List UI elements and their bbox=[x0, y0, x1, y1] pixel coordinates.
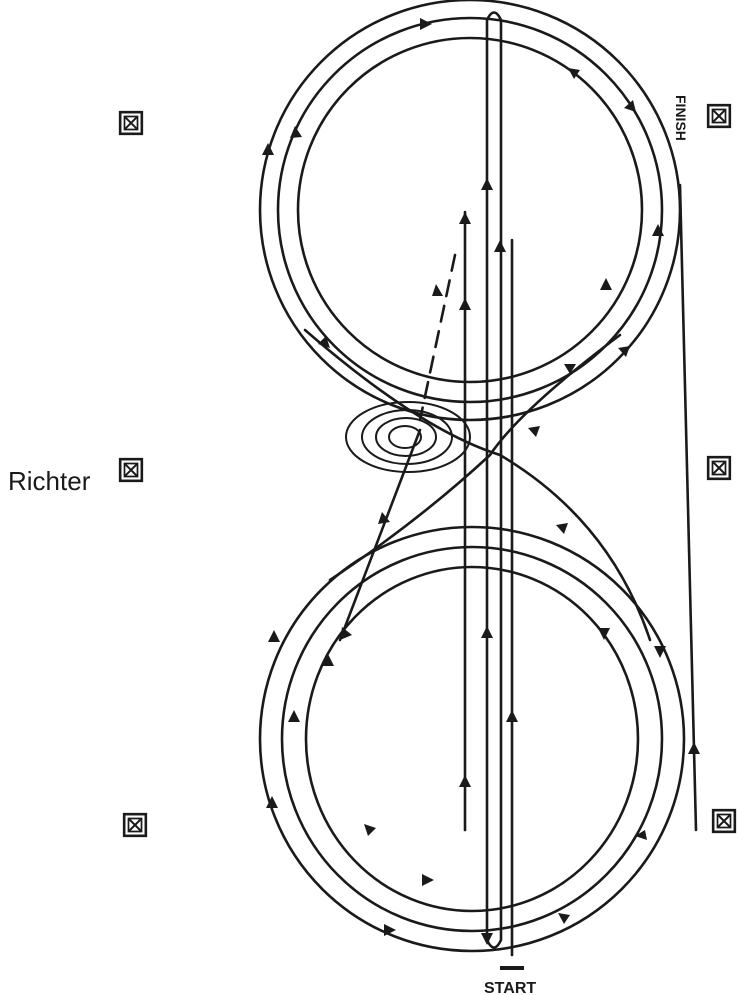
arrow-upper-bottom-left bbox=[318, 336, 330, 348]
arrow-finish-up bbox=[688, 742, 700, 754]
diagonal-change-lower bbox=[328, 333, 622, 582]
arrow-line-up-top bbox=[459, 298, 471, 310]
arrow-lower-bottom-right bbox=[558, 913, 570, 924]
arrow-upper-inner-right bbox=[600, 278, 612, 290]
arrow-lower-right-low bbox=[635, 830, 647, 840]
arrow-upper-right bbox=[568, 68, 580, 79]
arrow-lower-bottom-outer bbox=[384, 924, 396, 936]
arrow-canter bbox=[340, 627, 352, 640]
dashed-path-line bbox=[418, 253, 457, 422]
direction-arrows bbox=[262, 18, 700, 945]
finish-line bbox=[678, 183, 698, 832]
arrow-upper-left bbox=[262, 143, 274, 155]
arrow-center-bottom-tip bbox=[481, 933, 493, 945]
arrow-lower-left-mid bbox=[322, 654, 334, 666]
judge-label: Richter bbox=[8, 466, 91, 496]
arrow-diagonal-lower-right bbox=[556, 523, 568, 534]
arrow-upper-inner-left bbox=[290, 126, 302, 138]
finish-label: FINISH bbox=[673, 95, 689, 141]
lower-circle bbox=[258, 525, 686, 953]
pirouette-circles bbox=[345, 401, 471, 473]
center-line-loop bbox=[485, 11, 503, 949]
arrow-upper-right-mid bbox=[624, 100, 636, 112]
marker-right-top bbox=[706, 103, 732, 129]
arrow-upper-lower-right bbox=[618, 346, 630, 357]
diagonal-change-upper bbox=[303, 328, 652, 642]
arrow-lower-left bbox=[288, 710, 300, 722]
arrow-start-up bbox=[506, 710, 518, 722]
marker-right-bottom bbox=[711, 808, 737, 834]
arrow-lower-left-low bbox=[266, 796, 278, 808]
arrow-diagonal-mid bbox=[528, 426, 540, 437]
arrow-center-down bbox=[481, 178, 493, 190]
arrow-lower-right-outer bbox=[654, 646, 666, 658]
arrow-upper-bottom-right bbox=[564, 364, 576, 374]
arrow-line-up-low bbox=[459, 775, 471, 787]
arrow-center-bottom-down bbox=[481, 626, 493, 638]
marker-left-bottom bbox=[122, 812, 148, 838]
arrow-diagonal-lower-left bbox=[378, 512, 390, 524]
arrow-lower-left-outer bbox=[268, 630, 280, 642]
arrow-dashed bbox=[432, 284, 443, 296]
canter-diagonal-line bbox=[338, 428, 422, 642]
arrow-center-up bbox=[494, 240, 506, 252]
start-label: START bbox=[484, 980, 536, 995]
arrow-upper-right-low bbox=[652, 224, 664, 236]
arrow-lower-bottom-mid bbox=[422, 874, 434, 886]
arrow-tip-top bbox=[459, 212, 471, 224]
arrow-upper-top bbox=[420, 18, 432, 30]
marker-right-mid bbox=[706, 455, 732, 481]
upper-circle bbox=[258, 0, 682, 422]
marker-left-mid bbox=[118, 457, 144, 483]
marker-left-top bbox=[118, 110, 144, 136]
arrow-lower-bottom-left bbox=[364, 824, 376, 836]
arrow-lower-right-mid bbox=[598, 628, 610, 640]
